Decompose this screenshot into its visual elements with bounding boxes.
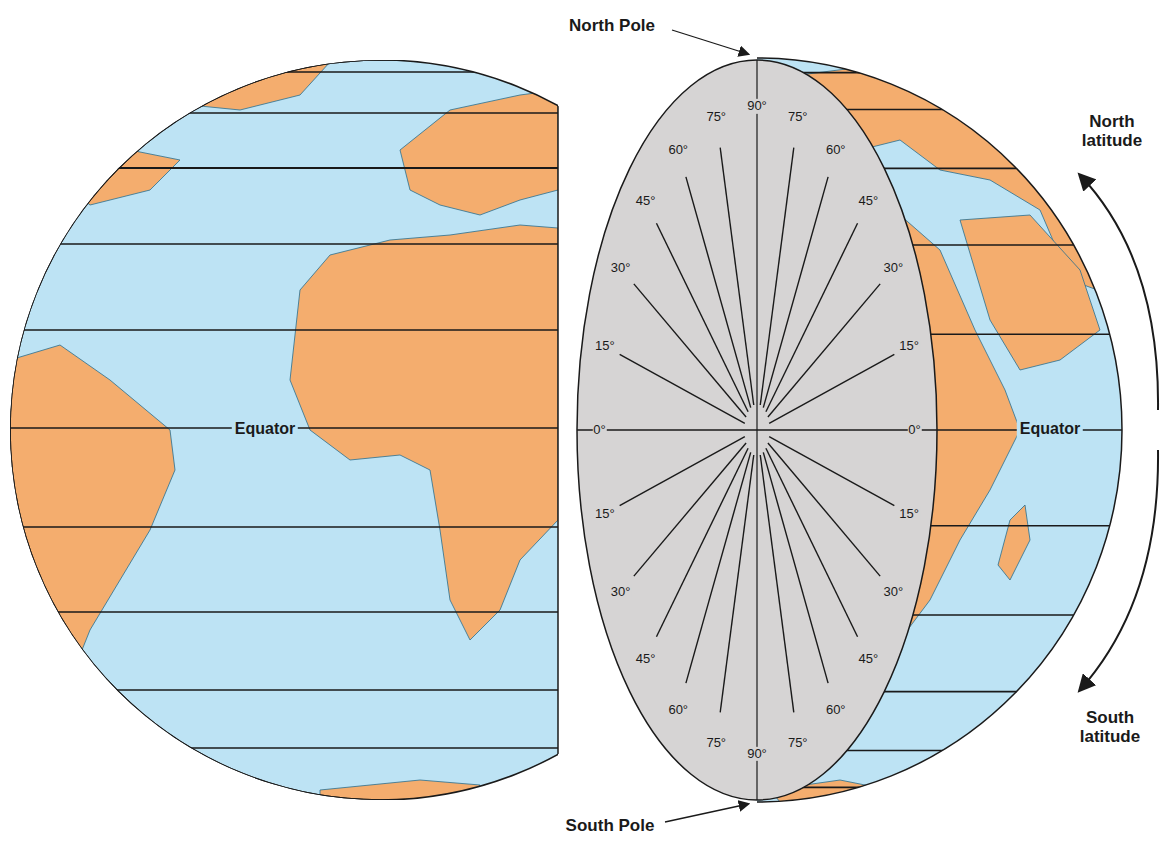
latitude-spoke	[620, 437, 745, 506]
degree-label: 75°	[787, 110, 809, 124]
degree-label: 90°	[746, 747, 768, 761]
latitude-line	[802, 72, 1130, 74]
latitude-spoke	[720, 455, 754, 712]
degree-label: 45°	[858, 652, 880, 666]
degree-label: 75°	[787, 736, 809, 750]
equator-label: Equator	[1017, 420, 1083, 438]
degree-label: 60°	[667, 703, 689, 717]
degree-label: 45°	[858, 194, 880, 208]
degree-label: 75°	[705, 110, 727, 124]
latitude-line	[882, 691, 1130, 693]
degree-label: 30°	[883, 261, 905, 275]
latitude-spoke	[686, 177, 751, 408]
degree-label: 15°	[594, 339, 616, 353]
direction-label: South latitude	[1062, 709, 1158, 746]
degree-label: 90°	[746, 99, 768, 113]
degree-label: 60°	[667, 142, 689, 156]
latitude-line	[911, 244, 1130, 246]
degree-label: 0°	[907, 423, 921, 437]
latitude-spoke	[769, 354, 894, 423]
degree-label: 30°	[883, 585, 905, 599]
latitude-spoke	[686, 452, 751, 683]
equator-label: Equator	[232, 420, 298, 438]
latitude-line	[929, 333, 1130, 335]
degree-label: 60°	[825, 703, 847, 717]
direction-label: North latitude	[1064, 113, 1160, 150]
pole-label: South Pole	[566, 817, 655, 836]
degree-label: 75°	[705, 736, 727, 750]
degree-label: 45°	[635, 652, 657, 666]
latitude-line	[802, 787, 1130, 789]
degree-label: 60°	[825, 142, 847, 156]
degree-label: 45°	[635, 194, 657, 208]
latitude-spoke	[768, 443, 880, 576]
degree-label: 0°	[592, 423, 606, 437]
degree-label: 15°	[594, 507, 616, 521]
degree-label: 15°	[898, 339, 920, 353]
pole-label: North Pole	[569, 17, 655, 36]
latitude-line	[845, 750, 1130, 752]
latitude-spoke	[634, 284, 746, 417]
latitude-spoke	[634, 443, 746, 576]
latitude-spoke	[763, 452, 828, 683]
latitude-spoke	[769, 437, 894, 506]
latitude-spoke	[760, 148, 794, 405]
latitude-spoke	[768, 284, 880, 417]
latitude-line	[929, 525, 1130, 527]
latitude-line	[911, 614, 1130, 616]
latitude-spoke	[760, 455, 794, 712]
degree-label: 30°	[610, 261, 632, 275]
degree-label: 15°	[898, 507, 920, 521]
degree-label: 30°	[610, 585, 632, 599]
latitude-line	[845, 109, 1130, 111]
latitude-line	[882, 168, 1130, 170]
latitude-spoke	[720, 148, 754, 405]
latitude-spoke	[763, 177, 828, 408]
latitude-spoke	[620, 354, 745, 423]
